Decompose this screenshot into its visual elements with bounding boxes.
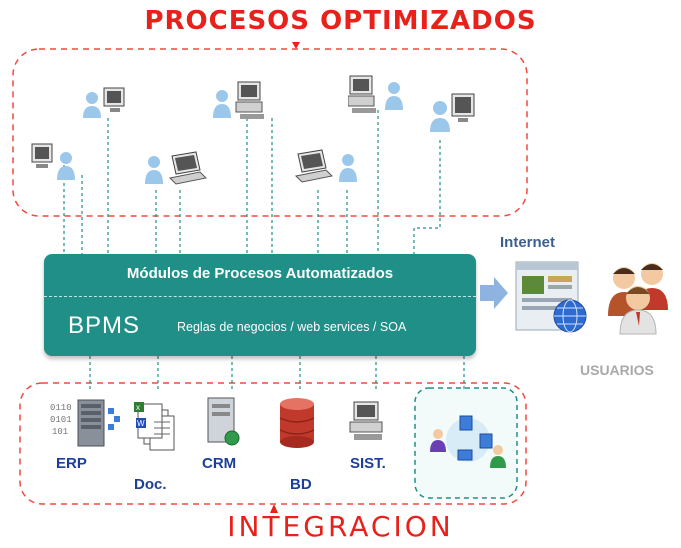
bpms-subtitle: Reglas de negocios / web services / SOA [177, 320, 407, 334]
usuarios-label: USUARIOS [580, 362, 654, 378]
system-computer-icon [349, 401, 383, 440]
integration-container [19, 382, 527, 505]
monitor-user-icon [31, 143, 75, 180]
erp-server-icon: 0110 0101 101 [50, 399, 120, 447]
page-title: PROCESOS OPTIMIZADOS [144, 6, 537, 36]
bottom-pointer-icon [270, 504, 278, 513]
user-monitor-icon [83, 87, 125, 118]
svg-text:x: x [136, 403, 140, 412]
modules-label: Módulos de Procesos Automatizados [126, 265, 394, 282]
bpms-box [44, 254, 476, 356]
user-desktop-icon [213, 81, 264, 119]
browser-window-icon [515, 261, 587, 333]
users-group-icon [608, 263, 668, 335]
database-icon [279, 398, 315, 448]
collaboration-network-icon [430, 415, 506, 468]
crm-server-icon [207, 397, 240, 446]
laptop-user-icon [294, 149, 357, 183]
processes-container [12, 48, 528, 217]
bottom-connectors [89, 356, 465, 392]
system-label-doc: Doc. [134, 476, 167, 493]
system-label-crm: CRM [202, 455, 237, 472]
system-label-erp: ERP [56, 455, 87, 472]
user-laptop-icon [145, 151, 208, 185]
desktop-user-icon [348, 75, 403, 113]
svg-text:0101: 0101 [50, 415, 72, 425]
system-label-bd: BD [290, 476, 312, 493]
bpms-name: BPMS [68, 312, 141, 339]
documents-icon: x W [134, 402, 175, 451]
svg-text:W: W [137, 419, 145, 428]
bpms-divider [44, 296, 476, 297]
system-label-sist: SIST. [350, 455, 386, 472]
internet-label: Internet [500, 234, 556, 251]
top-pointer-icon [292, 42, 300, 49]
svg-text:101: 101 [52, 427, 68, 437]
internet-arrow-icon [480, 277, 508, 309]
user-monitor-icon [430, 93, 475, 132]
integration-title: INTEGRACION [227, 510, 454, 543]
svg-text:0110: 0110 [50, 403, 72, 413]
top-connectors [63, 110, 441, 254]
